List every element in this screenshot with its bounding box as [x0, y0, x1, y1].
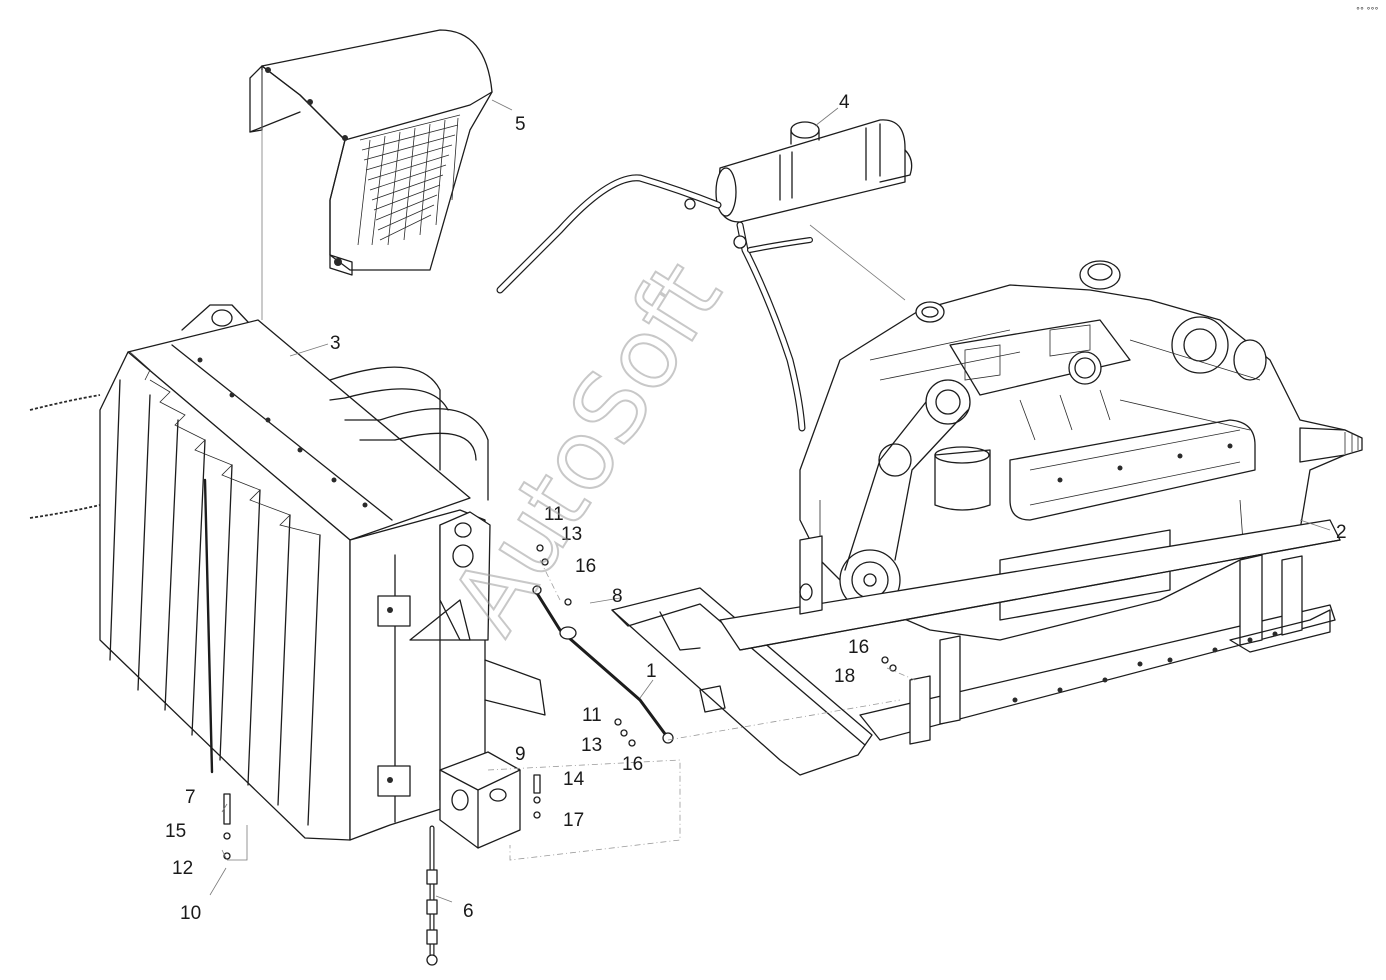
part-4-expansion-tank [496, 119, 913, 432]
callout-13-upper: 13 [561, 524, 582, 545]
part-3-radiator [29, 304, 546, 860]
radiator-fins [109, 351, 321, 826]
callout-16-upper: 16 [575, 556, 596, 577]
callout-12: 12 [172, 858, 193, 879]
callout-11-upper: 11 [544, 504, 564, 525]
corner-mark: °° °°° [1356, 6, 1379, 15]
callout-15: 15 [165, 821, 186, 842]
callout-2: 2 [1336, 522, 1347, 543]
part-1-frame [611, 519, 1341, 776]
callout-8: 8 [612, 586, 623, 607]
callout-16-lower: 16 [622, 754, 643, 775]
callout-14: 14 [563, 769, 585, 790]
part-8-tie-rod [532, 585, 674, 744]
callout-3: 3 [330, 333, 341, 354]
callout-13-lower: 13 [581, 735, 602, 756]
callout-6: 6 [463, 901, 474, 922]
part-5-heat-shield [249, 29, 493, 276]
callout-9: 9 [515, 744, 526, 765]
callout-17: 17 [563, 810, 584, 831]
leader-lines [209, 70, 1331, 903]
callout-5: 5 [515, 114, 526, 135]
hardware-group [533, 544, 897, 819]
callout-1: 1 [646, 661, 657, 682]
part-6-rod [426, 825, 438, 966]
callout-labels: 1 2 3 4 5 6 7 8 9 10 11 11 12 13 13 14 1… [165, 92, 1347, 924]
shield-perforation [357, 114, 461, 246]
callout-11-lower: 11 [582, 705, 602, 726]
callout-16-right: 16 [848, 637, 869, 658]
mounting-bracket [439, 751, 521, 849]
callout-4: 4 [839, 92, 850, 113]
callout-18: 18 [834, 666, 855, 687]
callout-7: 7 [185, 787, 196, 808]
callout-10: 10 [180, 903, 201, 924]
